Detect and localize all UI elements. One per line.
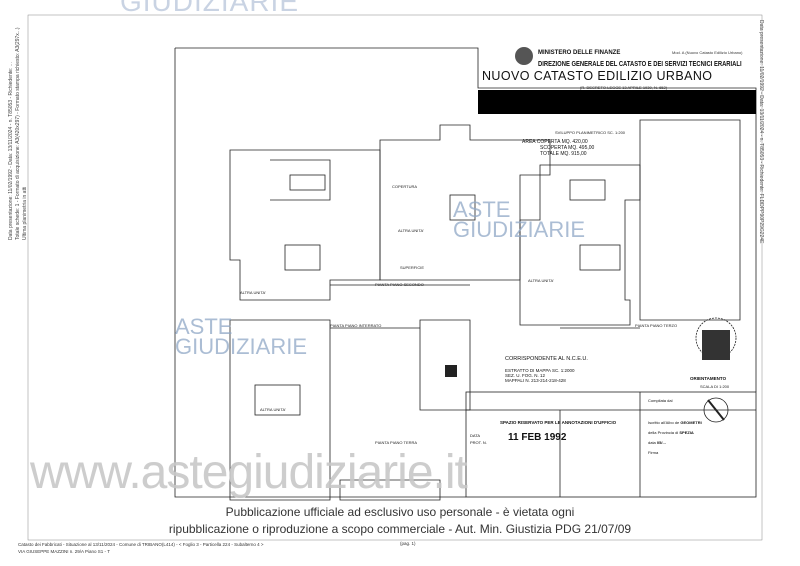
data-value: 05/... [656,440,666,445]
document-title: NUOVO CATASTO EDILIZIO URBANO [482,69,713,83]
area-value: MQ. 420,00 [561,139,588,145]
corrispondente-note: CORRISPONDENTE AL N.C.E.U. [505,356,588,362]
annotation-prot-label: PROT. N. [470,440,487,445]
scale-label: SCALA DI 1:200 [700,384,730,389]
area-label: AREA COPERTA [522,139,561,145]
scale-note: SVILUPPO PLANIMETRICO SC. 1:200 [555,130,626,135]
plan-unit-2 [379,124,551,281]
watermark-logo-line: GIUDIZIARIE [175,334,308,359]
redaction-bar [478,90,756,114]
area-row: AREA COPERTA MQ. 420,00 [522,139,594,145]
area-label: SCOPERTA [540,145,567,151]
area-row: TOTALE MQ. 915,00 [522,151,594,157]
area-label: TOTALE [540,151,559,157]
label-piano-terra: PIANTA PIANO TERRA [375,440,418,445]
republic-emblem-icon [515,47,533,65]
area-row: SCOPERTA MQ. 495,00 [522,145,594,151]
plan-unit-4 [229,319,331,501]
orientation-label: ORIENTAMENTO [690,376,727,381]
form-reference: Mod. A (Nuovo Catasto Edilizio Urbano) [672,50,743,55]
label-piano-terzo: PIANTA PIANO TERZO [635,323,678,328]
footer-catasto-info: Catasto dei Fabbricati - Situazione al 1… [18,541,263,555]
area-value: MQ. 495,00 [568,145,595,151]
direction-name: DIREZIONE GENERALE DEL CATASTO E DEI SER… [538,59,742,68]
ministry-name: MINISTERO DELLE FINANZE [538,50,621,56]
map-extract-line: SEZ. U. FOG. N. 12 [505,373,546,378]
label-altra-unita: ALTRA UNITA' [260,407,286,412]
data-label: data 05/... [648,440,666,445]
plan-unit-1 [229,149,381,301]
watermark-logo-line: ASTE [175,314,233,339]
iscritto-value: GEOMETRI [680,420,702,425]
map-extract-line: MAPPALI N. 213-214-218-428 [505,378,566,383]
watermark-logo-line: GIUDIZIARIE [453,217,586,242]
annotations-title: SPAZIO RISERVATO PER LE ANNOTAZIONI D'UF… [500,420,617,425]
footer-notice-line1: Pubblicazione ufficiale ad esclusivo uso… [225,505,575,519]
watermark-url: www.astegiudiziarie.it [30,446,468,499]
provincia-label: della Provincia di SPEZIA [648,430,694,435]
compilata-label: Compilata dal [648,398,673,403]
label-piano-secondo: PIANTA PIANO SECONDO [375,282,424,287]
label-altra-unita: ALTRA UNITA' [240,290,266,295]
iscritto-label-text: Iscritto all'Albo de [648,420,680,425]
footer-address-line: VIA GIUSEPPE MAZZINI n. 29/A Piano S1 - … [18,549,110,554]
area-summary: AREA COPERTA MQ. 420,00 SCOPERTA MQ. 495… [522,139,594,157]
provincia-value: SPEZIA [679,430,694,435]
annotation-date-label: DATA [470,433,481,438]
map-extract-note: ESTRATTO DI MAPPA SC. 1:2000 SEZ. U. FOG… [505,368,575,383]
watermark-top: GIUDIZIARIE [120,0,300,17]
label-piano-interrato: PIANTA PIANO INTERRATO [330,323,382,328]
footer-notice-line2: ripubblicazione o riproduzione a scopo c… [168,522,632,536]
map-extract-line: ESTRATTO DI MAPPA SC. 1:2000 [505,368,575,373]
label-copertura: COPERTURA [392,184,418,189]
stamp-mark [702,330,730,360]
page-frame [27,14,763,541]
watermark-logo-line: ASTE [453,197,511,222]
iscritto-label: Iscritto all'Albo de GEOMETRI [648,420,702,425]
label-altra-unita: ALTRA UNITA' [528,278,554,283]
provincia-label-text: della Provincia di [648,430,679,435]
firma-label: Firma [648,450,659,455]
footer-catasto-line: Catasto dei Fabbricati - Situazione al 1… [18,542,264,547]
page-number: (pag. 1) [400,541,416,546]
area-value: MQ. 915,00 [560,151,587,157]
stamp-date: 11 FEB 1992 [508,432,567,443]
label-altra-unita: ALTRA UNITA' [398,228,424,233]
label-superficie: SUPERFICIE [400,265,425,270]
map-extract [639,119,741,321]
data-label-text: data [648,440,656,445]
document-subtitle: (R. DECRETO-LEGGE 13 APRILE 1939, N. 652… [580,85,668,90]
title-block [465,391,757,498]
sheet-border [175,47,757,392]
